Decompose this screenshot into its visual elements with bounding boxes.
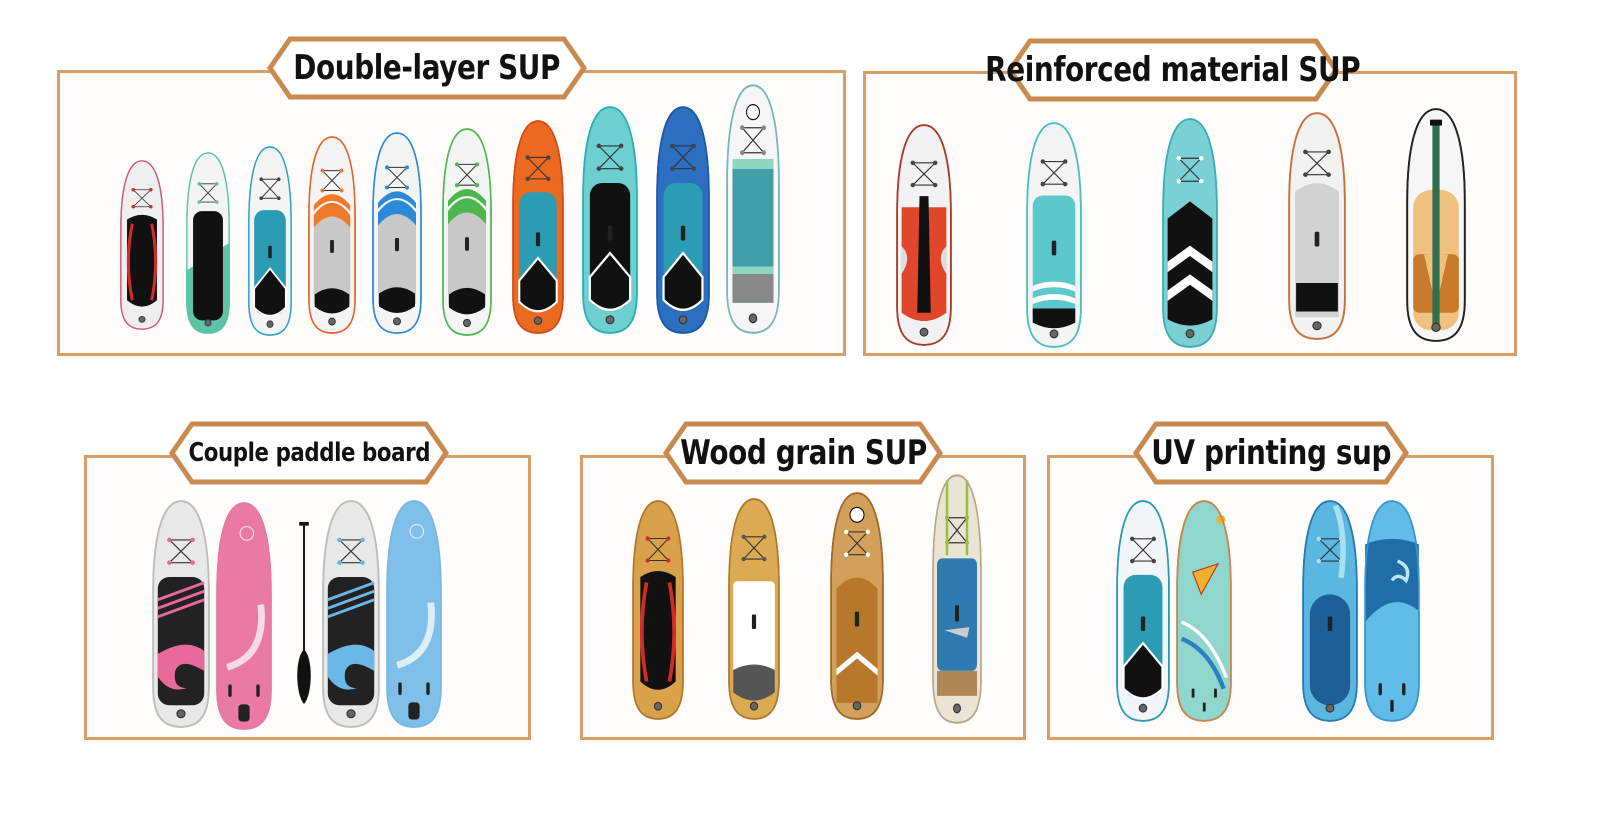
paddle-image	[292, 522, 316, 704]
paddle-board-image	[1026, 122, 1082, 348]
paddle-board-image	[322, 500, 380, 728]
hexagon-frame-icon	[1006, 38, 1340, 102]
paddle-board-image	[372, 132, 422, 334]
paddle-board-image	[1116, 500, 1170, 722]
paddle-board-image	[656, 106, 710, 334]
section-title-badge: Couple paddle board	[168, 421, 450, 485]
section-title-badge: Reinforced material SUP	[985, 38, 1361, 102]
section-title-badge: UV printing sup	[1132, 421, 1410, 485]
paddle-board-image	[216, 502, 272, 730]
hexagon-frame-icon	[266, 36, 588, 100]
paddle-board-image	[582, 106, 638, 334]
paddle-board-image	[830, 492, 884, 720]
paddle-board-image	[726, 84, 780, 334]
panel-uv-printing	[1047, 455, 1494, 740]
paddle-board-image	[1176, 500, 1232, 722]
paddle-board-image	[632, 500, 684, 720]
paddle-board-image	[308, 136, 356, 334]
paddle-board-image	[1302, 500, 1358, 722]
section-title: Couple paddle board	[188, 438, 430, 468]
paddle-board-image	[1364, 500, 1420, 722]
paddle-board-image	[186, 152, 230, 334]
section-title: Double-layer SUP	[293, 48, 561, 88]
paddle-board-image	[1162, 118, 1218, 348]
paddle-board-image	[120, 160, 164, 330]
paddle-board-image	[896, 124, 952, 346]
paddle-board-image	[1288, 112, 1346, 340]
paddle-board-image	[1406, 108, 1466, 342]
paddle-board-image	[512, 120, 564, 334]
section-title: UV printing sup	[1151, 433, 1391, 473]
section-title-badge: Double-layer SUP	[266, 36, 588, 100]
paddle-board-image	[248, 146, 292, 336]
hexagon-frame-icon	[1132, 421, 1410, 485]
section-title-badge: Wood grain SUP	[662, 421, 944, 485]
section-title: Reinforced material SUP	[985, 50, 1361, 90]
hexagon-frame-icon	[662, 421, 944, 485]
paddle-board-image	[386, 500, 442, 728]
paddle-board-image	[152, 500, 210, 728]
hexagon-frame-icon	[168, 421, 450, 485]
paddle-board-image	[932, 474, 982, 724]
paddle-board-image	[728, 498, 780, 720]
paddle-board-image	[442, 128, 492, 336]
section-title: Wood grain SUP	[679, 433, 927, 473]
